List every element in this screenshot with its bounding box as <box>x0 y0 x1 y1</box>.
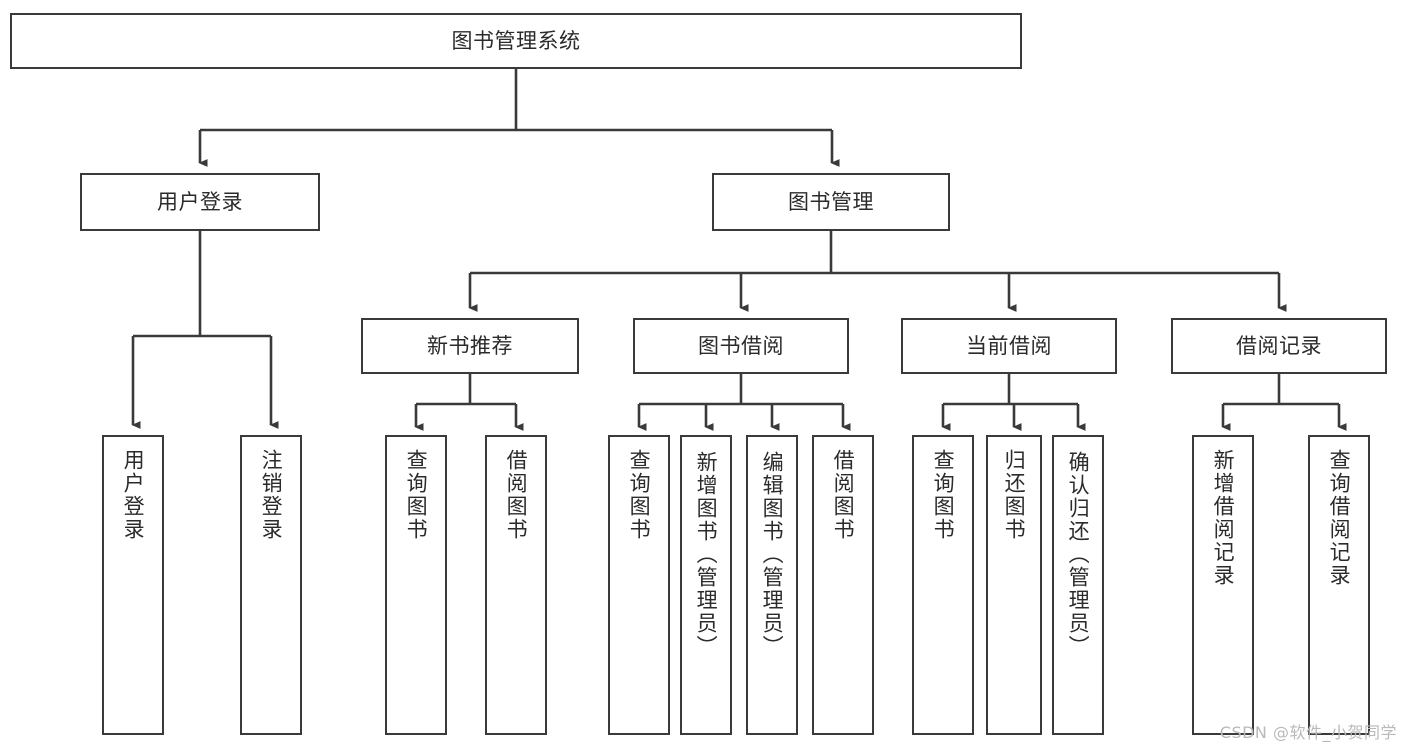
node-leaf-add-book-admin-label: 新增图书（管理员） <box>694 451 719 658</box>
node-book-borrow[interactable]: 图书借阅 <box>633 318 849 374</box>
node-book-management-label: 图书管理 <box>788 189 874 214</box>
node-leaf-logout-login-label: 注销登录 <box>259 449 284 541</box>
node-borrow-record[interactable]: 借阅记录 <box>1171 318 1387 374</box>
node-root[interactable]: 图书管理系统 <box>10 13 1022 69</box>
node-leaf-borrow-book-recommend-label: 借阅图书 <box>504 449 529 541</box>
node-leaf-query-book-recommend-label: 查询图书 <box>404 449 429 541</box>
node-new-book-recommend-label: 新书推荐 <box>427 333 513 358</box>
node-leaf-add-book-admin[interactable]: 新增图书（管理员） <box>680 435 732 735</box>
node-leaf-query-book-current[interactable]: 查询图书 <box>912 435 974 735</box>
node-leaf-return-book[interactable]: 归还图书 <box>986 435 1042 735</box>
node-borrow-record-label: 借阅记录 <box>1236 333 1322 358</box>
node-book-management[interactable]: 图书管理 <box>712 173 950 231</box>
node-leaf-borrow-book[interactable]: 借阅图书 <box>812 435 874 735</box>
node-book-borrow-label: 图书借阅 <box>698 333 784 358</box>
node-leaf-edit-book-admin[interactable]: 编辑图书（管理员） <box>746 435 798 735</box>
node-leaf-query-book-borrow-label: 查询图书 <box>627 449 652 541</box>
node-current-borrow-label: 当前借阅 <box>966 333 1052 358</box>
node-leaf-query-borrow-record[interactable]: 查询借阅记录 <box>1308 435 1370 735</box>
node-leaf-borrow-book-label: 借阅图书 <box>831 449 856 541</box>
node-leaf-add-borrow-record-label: 新增借阅记录 <box>1211 449 1236 587</box>
node-leaf-return-book-label: 归还图书 <box>1002 449 1027 541</box>
node-root-label: 图书管理系统 <box>451 28 581 53</box>
node-leaf-query-borrow-record-label: 查询借阅记录 <box>1327 449 1352 587</box>
node-leaf-query-book-current-label: 查询图书 <box>931 449 956 541</box>
node-leaf-add-borrow-record[interactable]: 新增借阅记录 <box>1192 435 1254 735</box>
node-user-login-label: 用户登录 <box>157 189 243 214</box>
node-leaf-confirm-return-admin[interactable]: 确认归还（管理员） <box>1052 435 1104 735</box>
node-leaf-borrow-book-recommend[interactable]: 借阅图书 <box>485 435 547 735</box>
node-leaf-confirm-return-admin-label: 确认归还（管理员） <box>1066 451 1091 658</box>
watermark-text: CSDN @软件_小贺同学 <box>1219 723 1397 742</box>
node-user-login[interactable]: 用户登录 <box>80 173 320 231</box>
node-leaf-query-book-recommend[interactable]: 查询图书 <box>385 435 447 735</box>
node-leaf-edit-book-admin-label: 编辑图书（管理员） <box>760 451 785 658</box>
node-current-borrow[interactable]: 当前借阅 <box>901 318 1117 374</box>
node-leaf-logout-login[interactable]: 注销登录 <box>240 435 302 735</box>
node-leaf-user-login[interactable]: 用户登录 <box>102 435 164 735</box>
node-leaf-query-book-borrow[interactable]: 查询图书 <box>608 435 670 735</box>
node-new-book-recommend[interactable]: 新书推荐 <box>361 318 579 374</box>
node-leaf-user-login-label: 用户登录 <box>121 449 146 541</box>
